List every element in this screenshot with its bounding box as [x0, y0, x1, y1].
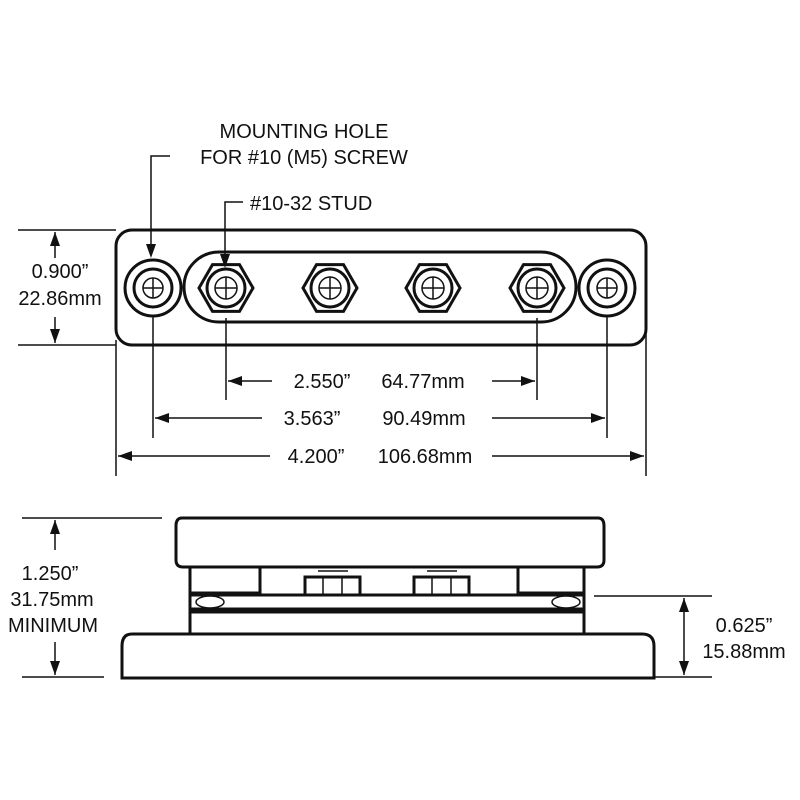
mounting-hole-right — [577, 258, 637, 318]
mounting-hole-left — [123, 258, 183, 318]
stud-1 — [197, 263, 255, 313]
dim-stud-spacing-mm: 64.77mm — [381, 371, 464, 393]
side-view: 1.250” 31.75mm MINIMUM 0.625” 15.88mm — [8, 516, 786, 680]
dim-hole-spacing-inch: 3.563” — [284, 408, 341, 430]
dim-hole-spacing: 3.563” 90.49mm — [155, 408, 605, 430]
busbar-strip — [188, 593, 586, 611]
dim-height-top: 0.900” 22.86mm — [18, 229, 116, 346]
busbar-outline — [114, 228, 648, 347]
washer-right — [551, 595, 581, 609]
stud-4 — [508, 263, 566, 313]
dim-height-top-inch: 0.900” — [32, 261, 89, 283]
dim-height-top-mm: 22.86mm — [18, 288, 101, 310]
standoff-right — [516, 565, 586, 595]
dim-overall-length-mm: 106.68mm — [378, 446, 473, 468]
dim-stud-spacing: 2.550” 64.77mm — [228, 371, 535, 393]
dim-base-height: 0.625” 15.88mm — [594, 595, 786, 678]
washer-left — [195, 595, 225, 609]
dim-base-height-mm: 15.88mm — [702, 641, 785, 663]
standoff-left — [188, 565, 262, 595]
callout-mounting-hole-line2: FOR #10 (M5) SCREW — [200, 147, 408, 169]
base-outline — [120, 632, 656, 680]
dim-base-height-inch: 0.625” — [716, 615, 773, 637]
cover-outline — [174, 516, 606, 569]
stud-3 — [404, 263, 462, 313]
dim-overall-length-inch: 4.200” — [288, 446, 345, 468]
dim-stud-spacing-inch: 2.550” — [294, 371, 351, 393]
dim-overall-height-inch: 1.250” — [22, 563, 79, 585]
stud-2 — [301, 263, 359, 313]
dim-overall-height-note: MINIMUM — [8, 615, 98, 637]
callout-mounting-hole: MOUNTING HOLE FOR #10 (M5) SCREW — [146, 121, 408, 258]
callout-stud-label: #10-32 STUD — [250, 193, 372, 215]
insulator-block — [188, 610, 586, 636]
stud-plate-outline — [182, 250, 578, 324]
dim-overall-height-mm: 31.75mm — [10, 589, 93, 611]
callout-mounting-hole-line1: MOUNTING HOLE — [220, 121, 389, 143]
nut-side-right — [412, 570, 471, 597]
callout-stud: #10-32 STUD — [220, 193, 372, 268]
dim-hole-spacing-mm: 90.49mm — [382, 408, 465, 430]
dim-overall-height: 1.250” 31.75mm MINIMUM — [8, 517, 162, 678]
nut-side-left — [303, 570, 362, 597]
dim-overall-length: 4.200” 106.68mm — [118, 446, 644, 468]
top-view: MOUNTING HOLE FOR #10 (M5) SCREW #10-32 … — [18, 121, 648, 476]
